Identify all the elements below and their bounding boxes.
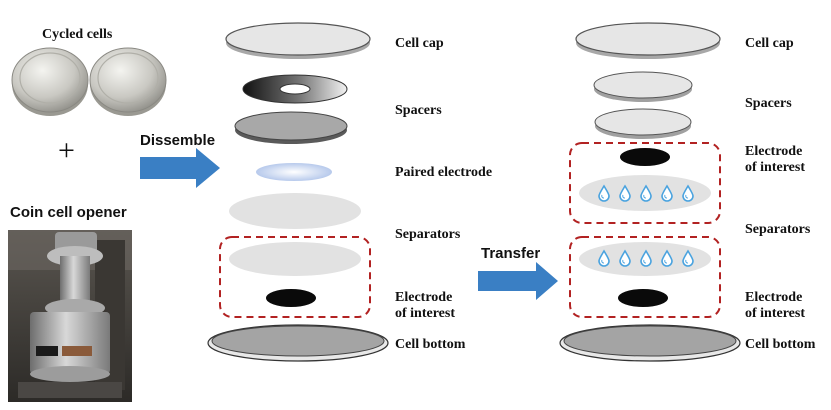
paired-electrode-label: Paired electrode [395, 165, 493, 180]
right-electrode-of-interest-bottom-label: Electrode of interest [745, 290, 805, 321]
middle-cell-cap-label: Cell cap [395, 36, 444, 51]
right-dashed-box-top [569, 142, 721, 224]
transfer-label: Transfer [481, 245, 541, 262]
coin-cell-left [11, 47, 89, 116]
middle-spacer-disc [234, 111, 348, 144]
middle-cell-bottom-label: Cell bottom [395, 337, 466, 352]
middle-cell-cap [225, 22, 371, 59]
right-separators-label: Separators [745, 222, 811, 237]
middle-paired-electrode [256, 163, 332, 181]
dissemble-arrow [140, 148, 220, 188]
right-dashed-box-bottom [569, 236, 721, 318]
transfer-arrow [478, 262, 558, 300]
coin-cell-opener-label: Coin cell opener [10, 204, 127, 221]
middle-electrode-of-interest-label: Electrode of interest [395, 290, 455, 321]
middle-separator-1 [229, 193, 361, 229]
cycled-cells-label: Cycled cells [42, 27, 113, 42]
middle-electrode-of-interest [266, 289, 316, 307]
right-spacer-2 [594, 108, 692, 139]
middle-spacer-ring [242, 74, 348, 104]
right-cell-bottom [559, 324, 741, 362]
middle-separators-label: Separators [395, 227, 461, 242]
right-spacers-label: Spacers [745, 96, 792, 111]
right-electrode-of-interest-bottom [618, 289, 668, 307]
middle-cell-bottom [207, 324, 389, 362]
right-electrode-of-interest-top-label: Electrode of interest [745, 144, 805, 175]
right-cell-bottom-label: Cell bottom [745, 337, 816, 352]
right-cell-cap [575, 22, 721, 59]
coin-cell-right [89, 47, 167, 116]
plus-sign: + [58, 134, 75, 167]
middle-spacers-label: Spacers [395, 103, 442, 118]
middle-dashed-box [219, 236, 371, 318]
dissemble-label: Dissemble [140, 132, 216, 149]
right-spacer-1 [593, 71, 693, 102]
right-electrode-of-interest-top [620, 148, 670, 166]
right-cell-cap-label: Cell cap [745, 36, 794, 51]
middle-separator-2 [229, 242, 361, 276]
coin-cell-opener-photo [8, 230, 132, 402]
